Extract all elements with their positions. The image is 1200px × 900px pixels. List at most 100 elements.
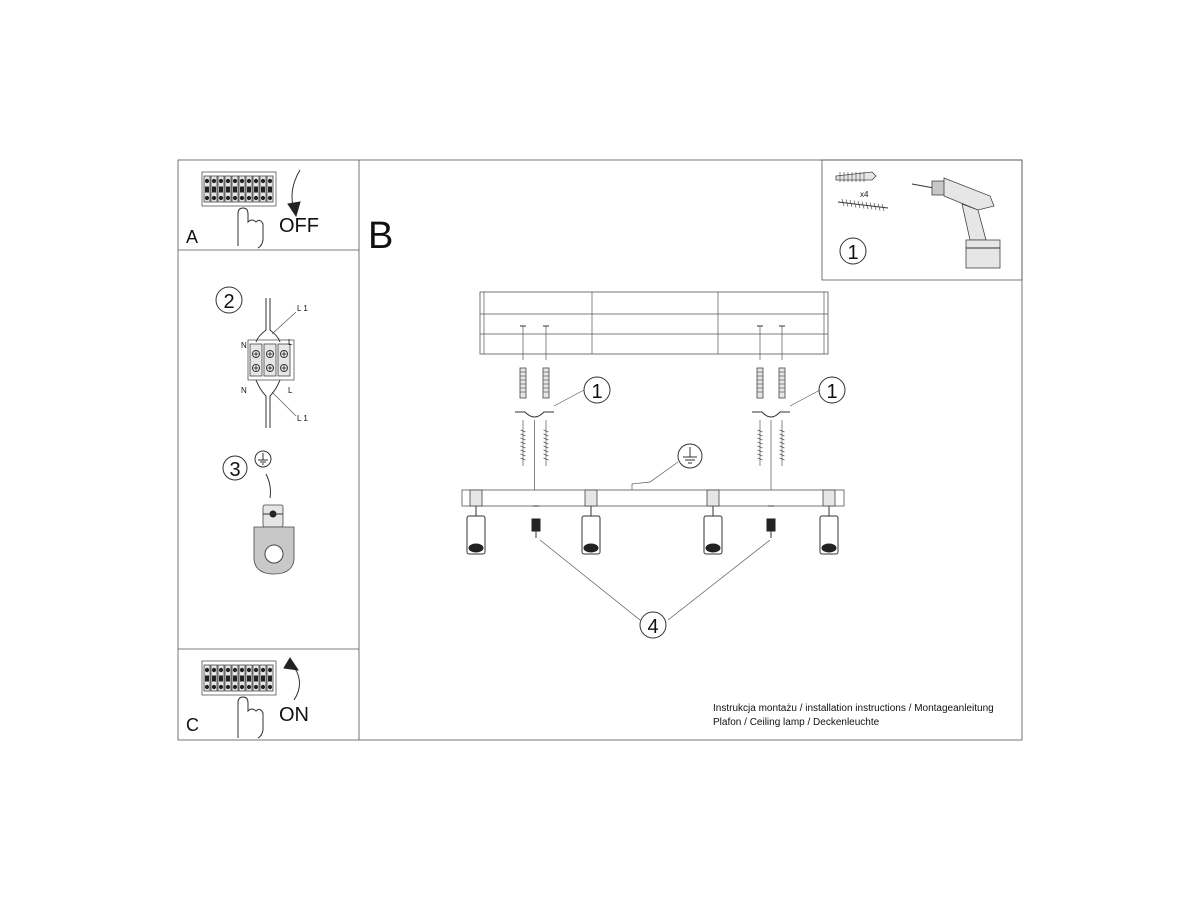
screw-thread xyxy=(520,441,526,445)
breaker-screw xyxy=(260,195,266,201)
screw-thread xyxy=(881,203,885,212)
screw-thread xyxy=(543,433,549,437)
panel-c-letter: C xyxy=(186,715,199,735)
screw-thread xyxy=(845,199,849,207)
breaker-toggle xyxy=(212,675,216,682)
breaker-toggle xyxy=(219,186,223,193)
breaker-screw xyxy=(211,667,217,673)
breaker-screw xyxy=(211,684,217,690)
earth-symbol-icon xyxy=(677,443,703,469)
breaker-screw xyxy=(232,684,238,690)
breaker-screw xyxy=(246,667,252,673)
breaker-toggle xyxy=(254,186,258,193)
earth-symbol-icon xyxy=(254,450,272,468)
screw-thread xyxy=(520,437,526,441)
breaker-screw xyxy=(204,195,210,201)
panel-c: ON C xyxy=(186,657,309,739)
tools-panel xyxy=(821,159,1023,281)
breaker-panel-icon xyxy=(201,171,277,207)
step-3-number: 3 xyxy=(229,459,240,481)
ceiling xyxy=(479,291,829,355)
wire-label-l1-bottom: L 1 xyxy=(297,414,308,423)
breaker-toggle xyxy=(247,186,251,193)
breaker-screw xyxy=(204,667,210,673)
screw-thread xyxy=(520,433,526,437)
breaker-toggle xyxy=(261,186,265,193)
breaker-toggle xyxy=(268,675,272,682)
screw-thread xyxy=(543,437,549,441)
step-1-left-circle xyxy=(583,376,611,404)
screw-thread xyxy=(543,453,549,457)
spot-mount xyxy=(469,489,483,507)
cap-nut-icon xyxy=(531,518,541,532)
hand-icon xyxy=(237,696,264,739)
screw-thread xyxy=(757,441,763,445)
breaker-screw xyxy=(253,195,259,201)
screw-thread xyxy=(757,449,763,453)
screw-thread xyxy=(757,457,763,461)
spot-lens xyxy=(705,543,721,553)
breaker-toggle xyxy=(247,675,251,682)
screw-thread xyxy=(757,445,763,449)
kit-quantity: x4 xyxy=(860,190,869,199)
step-1-right-circle xyxy=(818,376,846,404)
breaker-screw xyxy=(239,667,245,673)
screw-thread xyxy=(779,453,785,457)
breaker-toggle xyxy=(226,186,230,193)
footer-line-1: Instrukcja montażu / installation instru… xyxy=(713,703,994,714)
breaker-screw xyxy=(267,684,273,690)
wire-label-n-top: N xyxy=(241,341,247,350)
breaker-panel-icon xyxy=(201,660,277,696)
screw-thread xyxy=(779,433,785,437)
breaker-screw xyxy=(218,667,224,673)
footer-line-2: Plafon / Ceiling lamp / Deckenleuchte xyxy=(713,717,880,728)
spot-mount xyxy=(822,489,836,507)
screw-thread xyxy=(520,449,526,453)
screw-thread xyxy=(779,449,785,453)
panel-c-action: ON xyxy=(279,704,309,726)
breaker-screw xyxy=(211,178,217,184)
step-4-number: 4 xyxy=(647,616,658,638)
breaker-screw xyxy=(239,178,245,184)
panel-a-action: OFF xyxy=(279,215,319,237)
screw-thread xyxy=(520,457,526,461)
step-2-number: 2 xyxy=(223,291,234,313)
screw-thread xyxy=(520,429,526,433)
bar-screw-group xyxy=(531,505,776,538)
arrow-down-icon xyxy=(287,169,301,218)
breaker-screw xyxy=(246,195,252,201)
breaker-screw xyxy=(253,667,259,673)
screw-thread xyxy=(543,445,549,449)
screw-thread xyxy=(520,445,526,449)
spot-lens xyxy=(583,543,599,553)
step-1-tools-circle xyxy=(839,237,867,265)
breaker-screw xyxy=(225,195,231,201)
spot-mount xyxy=(584,489,598,507)
breaker-screw xyxy=(267,195,273,201)
screw-thread xyxy=(779,441,785,445)
screw-thread xyxy=(873,202,877,211)
breaker-screw xyxy=(267,667,273,673)
mounting-set-right xyxy=(752,325,790,490)
screw-thread xyxy=(849,199,853,208)
screw-thread xyxy=(543,449,549,453)
breaker-toggle xyxy=(226,675,230,682)
wire-label-l-top: L xyxy=(288,338,293,347)
screw-thread xyxy=(841,198,845,207)
screw-icon xyxy=(837,198,889,212)
panel-a: OFF A xyxy=(186,169,319,249)
wiring-step: 2 L 1 N L N L L 1 xyxy=(215,286,308,428)
breaker-toggle xyxy=(254,675,258,682)
spotlight-group xyxy=(466,489,839,555)
screw-thread xyxy=(869,202,873,210)
breaker-screw xyxy=(253,684,259,690)
breaker-screw xyxy=(260,684,266,690)
hand-icon xyxy=(237,207,264,249)
screw-thread xyxy=(757,433,763,437)
breaker-screw xyxy=(204,178,210,184)
screw-thread xyxy=(853,200,857,208)
breaker-screw xyxy=(211,195,217,201)
earth-terminal-icon xyxy=(253,504,295,575)
breaker-toggle xyxy=(261,675,265,682)
screw-thread xyxy=(779,457,785,461)
